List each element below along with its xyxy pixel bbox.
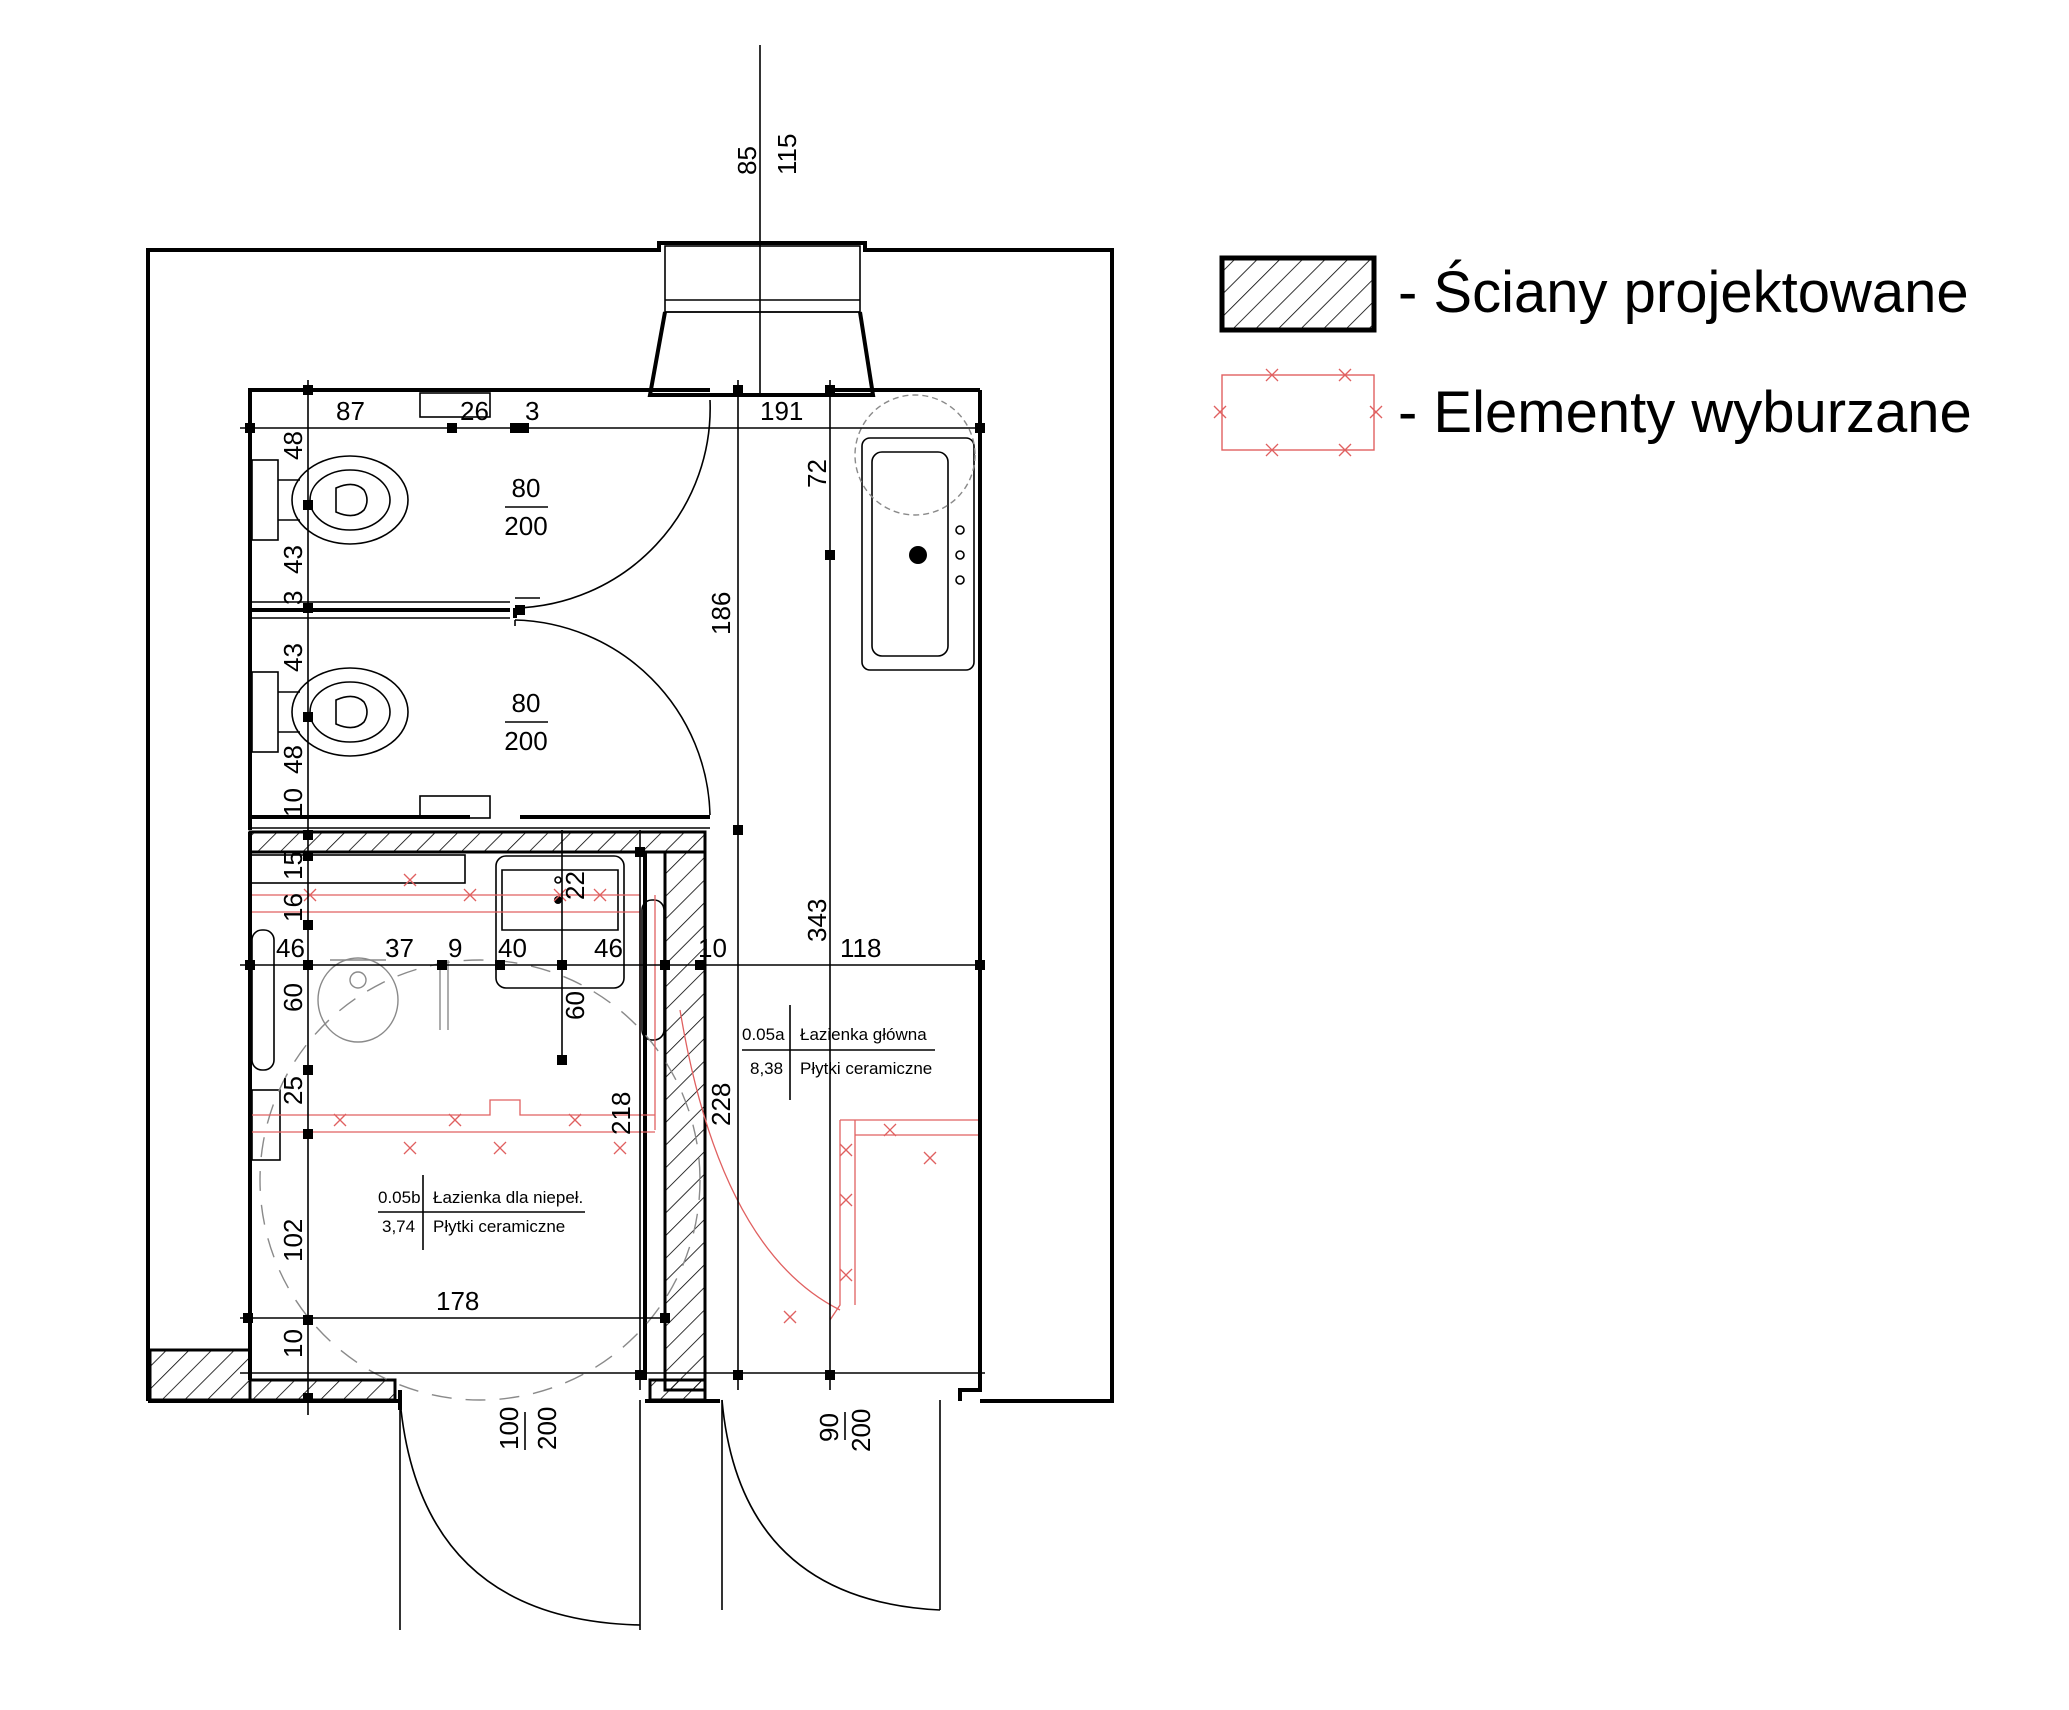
room-acc-finish: Płytki ceramiczne (433, 1217, 565, 1236)
dimension-labels: 85 115 87 26 3 191 48 43 3 43 48 10 15 1… (276, 134, 881, 1358)
dim-37: 37 (385, 933, 414, 963)
wc-door-upper (513, 399, 711, 618)
legend-demolished-elements: - Elementy wyburzane (1398, 380, 1972, 445)
accessible-toilet-ghost (317, 957, 399, 1043)
room-acc-area: 3,74 (382, 1217, 415, 1236)
door-accessible-width: 100 (494, 1407, 524, 1450)
room-main-name: Łazienka główna (800, 1025, 927, 1044)
dim-72: 72 (802, 459, 832, 488)
dim-60-mid: 60 (560, 991, 590, 1020)
legend-designed-walls: - Ściany projektowane (1398, 260, 1969, 325)
door-upper-width: 80 (512, 473, 541, 503)
dim-43b: 43 (278, 643, 308, 672)
dim-115: 115 (772, 134, 802, 175)
room-acc-number: 0.05b (378, 1188, 421, 1207)
dim-22: 22 (560, 871, 590, 900)
shelf-ghost (249, 854, 466, 1161)
dim-3: 3 (278, 591, 308, 605)
room-main-area: 8,38 (750, 1059, 783, 1078)
shelf-lower (419, 795, 491, 819)
legend: - Ściany projektowane - Elementy wyburza… (1219, 255, 1972, 451)
door-main-height: 200 (846, 1409, 876, 1452)
dim-46-left: 46 (276, 933, 305, 963)
dim-87: 87 (336, 396, 365, 426)
legend-hatch-swatch (1219, 255, 1377, 333)
dim-10b: 10 (278, 1329, 308, 1358)
designed-walls (148, 830, 707, 1402)
dim-186: 186 (706, 592, 736, 635)
dim-60-left: 60 (278, 983, 308, 1012)
dim-218: 218 (606, 1092, 636, 1135)
dim-10a: 10 (278, 788, 308, 817)
legend-demolished-swatch (1221, 374, 1375, 451)
dim-10-mid: 10 (698, 933, 727, 963)
dim-25: 25 (278, 1076, 308, 1105)
dim-16: 16 (278, 893, 308, 922)
dim-43a: 43 (278, 545, 308, 574)
wc-partitions (250, 601, 510, 619)
dim-40: 40 (498, 933, 527, 963)
dimension-ticks (243, 385, 985, 1403)
main-entry-door (721, 1399, 941, 1611)
accessible-entry-door (398, 1390, 641, 1630)
dim-178: 178 (436, 1286, 479, 1316)
turning-circle (259, 959, 701, 1401)
shelf-upper (419, 392, 491, 418)
dim-46-mid: 46 (594, 933, 623, 963)
room-main-number: 0.05a (742, 1025, 785, 1044)
dim-48b: 48 (278, 745, 308, 774)
dim-48a: 48 (278, 431, 308, 460)
accessible-sink (495, 855, 625, 989)
toilet-upper (251, 455, 409, 545)
door-labels: 80 200 80 200 100 200 90 200 (494, 473, 876, 1452)
door-lower-height: 200 (504, 726, 547, 756)
dim-118: 118 (840, 933, 881, 963)
dim-102: 102 (278, 1219, 308, 1262)
dim-15: 15 (278, 851, 308, 880)
room-main-finish: Płytki ceramiczne (800, 1059, 932, 1078)
dim-9: 9 (448, 933, 462, 963)
dim-3: 3 (525, 396, 539, 426)
dim-228: 228 (706, 1083, 736, 1126)
dim-343: 343 (802, 899, 832, 942)
door-accessible-height: 200 (532, 1407, 562, 1450)
door-main-width: 90 (814, 1413, 844, 1442)
grab-bar-left (251, 929, 275, 1071)
bathtub (854, 394, 976, 671)
door-lower-width: 80 (512, 688, 541, 718)
wc-door-lower (514, 619, 711, 816)
room-acc-name: Łazienka dla niepeł. (433, 1188, 583, 1207)
dim-191: 191 (760, 396, 803, 426)
toilet-lower (251, 667, 409, 757)
room-stamp-main: 0.05a Łazienka główna 8,38 Płytki cerami… (742, 1005, 935, 1100)
room-stamp-accessible: 0.05b Łazienka dla niepeł. 3,74 Płytki c… (378, 1175, 585, 1250)
door-upper-height: 200 (504, 511, 547, 541)
dim-85: 85 (732, 146, 762, 175)
dim-26: 26 (460, 396, 489, 426)
